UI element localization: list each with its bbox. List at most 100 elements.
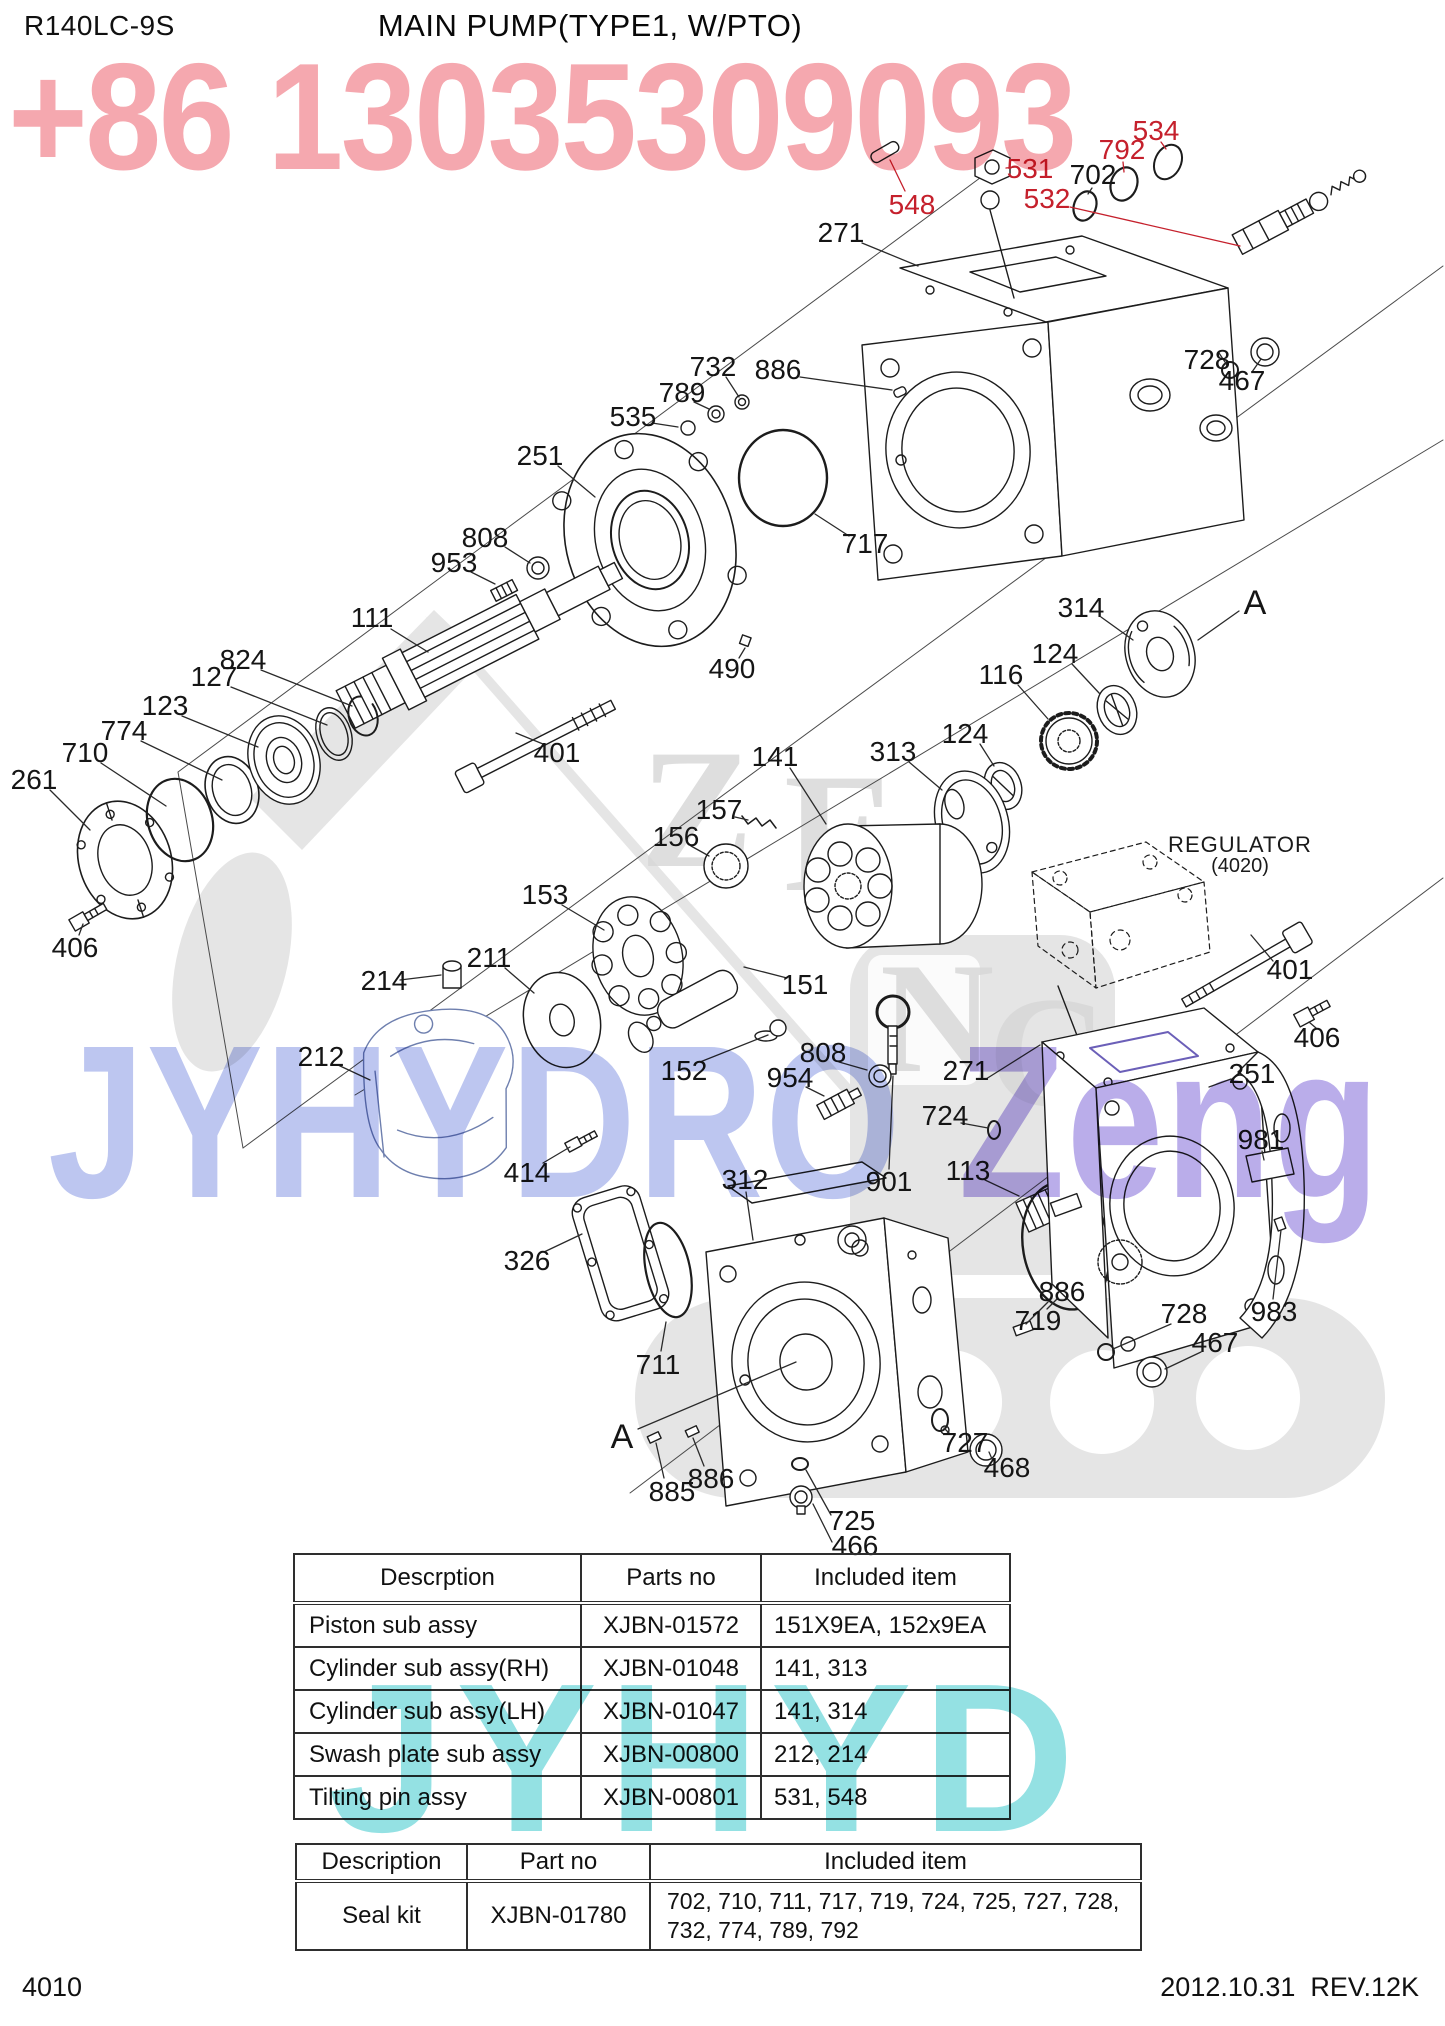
table-cell: XJBN-01048: [580, 1646, 762, 1691]
page-title: MAIN PUMP(TYPE1, W/PTO): [377, 8, 803, 43]
leader-line-548: [889, 159, 906, 192]
front-pump-housing: [861, 209, 1245, 581]
name-plate-981: [1245, 1147, 1295, 1232]
column-header: Parts no: [580, 1553, 762, 1605]
part-label-467: 467: [1191, 1327, 1239, 1358]
leader-line-774: [140, 740, 223, 781]
table-cell: Cylinder sub assy(LH): [293, 1689, 582, 1734]
part-label-406: 406: [1293, 1022, 1341, 1053]
part-label-467: 467: [1218, 365, 1266, 396]
leader-line-728: [1218, 352, 1228, 366]
leader-line-717: [814, 513, 850, 537]
part-label-156: 156: [652, 821, 700, 852]
part-label-534: 534: [1132, 115, 1180, 146]
part-label-792: 792: [1098, 134, 1146, 165]
part-label-490: 490: [708, 653, 756, 684]
leader-line-808: [504, 546, 531, 564]
leader-line-406: [1308, 1021, 1317, 1029]
part-label-901: 901: [865, 1166, 913, 1197]
table-cell: Swash plate sub assy: [293, 1732, 582, 1777]
leader-line-401: [1250, 934, 1274, 962]
long-bolt-lower: [1181, 921, 1313, 1008]
leader-line-123: [181, 715, 259, 748]
part-label-313: 313: [869, 736, 917, 767]
part-label-727: 727: [941, 1427, 989, 1458]
leader-line-124: [979, 743, 995, 767]
leader-line-271: [861, 242, 919, 267]
leader-line-732: [725, 376, 740, 398]
leader-line-789: [693, 401, 710, 410]
o-ring-717: [737, 428, 829, 528]
leader-line-886: [799, 376, 893, 391]
leader-line-326: [543, 1233, 583, 1253]
leader-line-710: [100, 762, 167, 807]
leader-line-792: [1122, 161, 1125, 173]
part-label-251: 251: [1228, 1058, 1276, 1089]
part-label-885: 885: [648, 1476, 696, 1507]
top-housing-plugs: [680, 386, 907, 436]
leader-line-532: [1069, 206, 1241, 247]
leader-line-981: [1261, 1150, 1265, 1161]
part-label-401: 401: [533, 737, 581, 768]
part-label-725: 725: [828, 1505, 876, 1536]
part-label-123: 123: [141, 690, 189, 721]
part-label-808: 808: [461, 522, 509, 553]
part-label-954: 954: [766, 1062, 814, 1093]
tilting-pin-parts: [870, 140, 1011, 210]
table-cell: 702, 710, 711, 717, 719, 724, 725, 727, …: [649, 1880, 1142, 1951]
leader-line-466: [812, 1503, 833, 1543]
part-label-886: 886: [1038, 1276, 1086, 1307]
part-label-710: 710: [61, 737, 109, 768]
column-header: Descrption: [293, 1553, 582, 1605]
part-label-312: 312: [721, 1164, 769, 1195]
column-header: Included item: [760, 1553, 1011, 1605]
part-label-535: 535: [609, 401, 657, 432]
page-number: 4010: [22, 1972, 83, 2002]
leader-line-702: [1087, 187, 1093, 195]
bushing-124-upper: [1096, 684, 1138, 736]
part-label-983: 983: [1250, 1296, 1298, 1327]
part-label-953: 953: [430, 547, 478, 578]
leader-line-261: [49, 789, 91, 831]
leader-line-116: [1017, 684, 1049, 720]
table-cell: Seal kit: [295, 1880, 468, 1951]
leader-line-531: [1005, 166, 1017, 169]
table-cell: 141, 313: [760, 1646, 1011, 1691]
leader-line-535: [651, 422, 679, 428]
part-label-711: 711: [635, 1349, 681, 1380]
part-label-124: 124: [941, 718, 989, 749]
part-label-326: 326: [503, 1245, 551, 1276]
part-label-127: 127: [190, 661, 238, 692]
regulator-label: REGULATOR (4020): [1168, 833, 1312, 877]
table-cell: Tilting pin assy: [293, 1775, 582, 1820]
part-label-141: 141: [751, 741, 799, 772]
leader-line-983: [1272, 1229, 1282, 1300]
part-label-717: 717: [841, 528, 889, 559]
part-label-111: 111: [350, 602, 394, 633]
part-label-808: 808: [799, 1037, 847, 1068]
leader-line-312: [745, 1191, 754, 1241]
part-label-732: 732: [689, 351, 737, 382]
part-label-A: A: [1243, 584, 1267, 622]
part-label-A: A: [610, 1418, 634, 1456]
part-label-116: 116: [978, 659, 1024, 690]
table-cell: XJBN-01572: [580, 1602, 762, 1648]
table-cell: XJBN-01047: [580, 1689, 762, 1734]
part-label-314: 314: [1057, 592, 1105, 623]
part-label-789: 789: [658, 377, 706, 408]
table-cell: XJBN-01780: [466, 1880, 651, 1951]
part-label-271: 271: [942, 1055, 990, 1086]
part-label-702: 702: [1069, 159, 1117, 190]
column-header: Description: [295, 1843, 468, 1883]
table-cell: 141, 314: [760, 1689, 1011, 1734]
part-label-401: 401: [1266, 954, 1314, 985]
part-label-214: 214: [360, 965, 408, 996]
part-label-774: 774: [100, 715, 148, 746]
